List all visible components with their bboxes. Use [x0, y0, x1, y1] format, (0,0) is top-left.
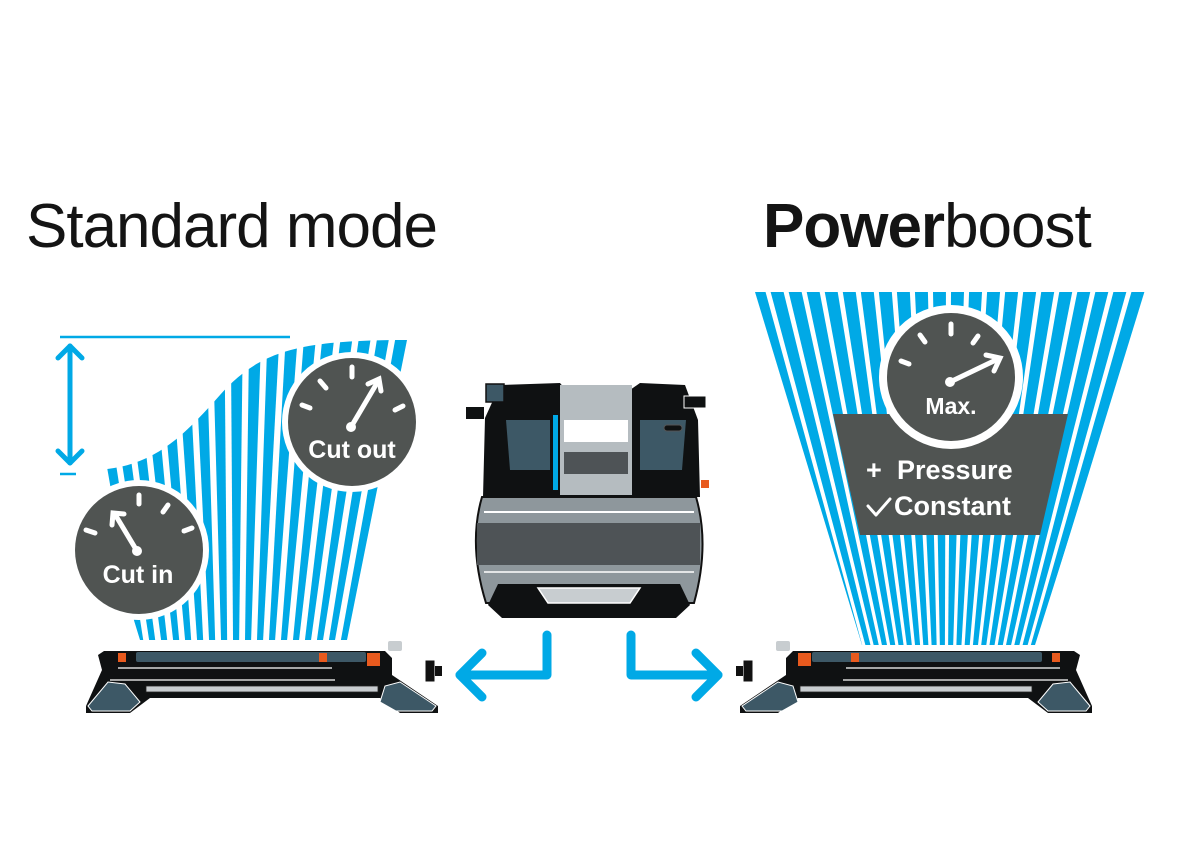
arrow-right-icon: [626, 630, 723, 702]
arrow-left-icon: [455, 630, 552, 702]
double-arrow-vertical-icon: [55, 343, 85, 466]
water-jet-stripe: [230, 340, 243, 640]
benefits-box: [833, 414, 1068, 535]
powerboost-info-panel: Max. + Pressure Constant: [833, 305, 1068, 535]
max-label: Max.: [925, 393, 976, 419]
pressure-gauge-max-icon: [898, 321, 1004, 387]
water-jet-stripe: [770, 292, 872, 645]
benefit-pressure-label: Pressure: [897, 455, 1013, 485]
pressure-tank-pump-icon: [466, 383, 709, 618]
cut-out-label: Cut out: [308, 436, 396, 464]
powerboost-title-bold: Power: [763, 192, 945, 261]
plus-icon: +: [866, 455, 882, 485]
pressure-gauge-high-icon: [299, 364, 406, 432]
water-jet-stripe: [256, 340, 280, 640]
powerboost-title-regular: boost: [944, 192, 1092, 261]
water-jet-stripe: [1021, 292, 1127, 645]
benefit-constant: Constant: [866, 491, 1011, 521]
water-jet-stripe: [212, 340, 228, 640]
oscillating-sprinkler-right: [736, 641, 1092, 713]
benefit-constant-label: Constant: [894, 491, 1011, 521]
powerboost-title: Powerboost: [763, 196, 1092, 258]
pressure-range-indicator: [55, 335, 290, 476]
water-jet-stripe: [1030, 292, 1145, 645]
oscillating-sprinkler-left: [86, 641, 442, 713]
water-jet-stripe: [1013, 292, 1109, 645]
water-jet-stripe: [244, 340, 262, 640]
water-jet-stripe: [788, 292, 880, 645]
cut-out-gauge: Cut out: [282, 352, 422, 492]
pressure-gauge-low-icon: [83, 492, 195, 556]
cut-in-label: Cut in: [103, 561, 174, 589]
cut-in-gauge: Cut in: [69, 480, 209, 620]
check-icon: [866, 497, 892, 517]
standard-mode-title: Standard mode: [26, 192, 438, 261]
benefit-pressure: + Pressure: [866, 455, 1013, 485]
